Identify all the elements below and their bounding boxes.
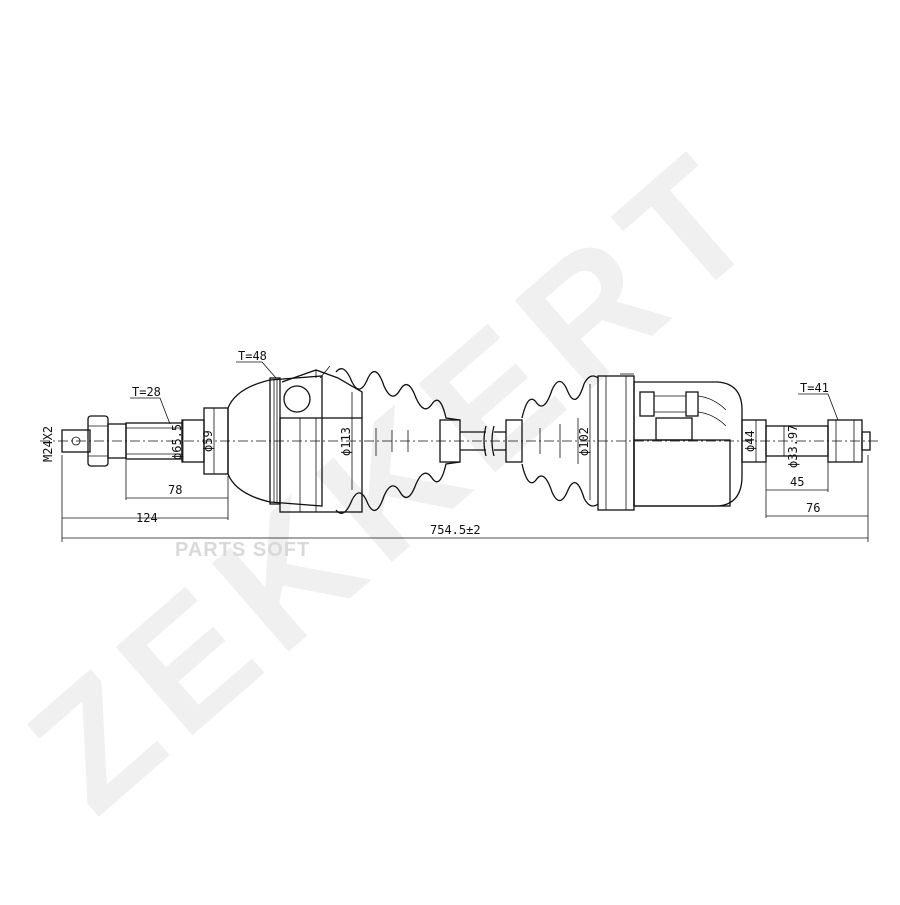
thread-label: M24X2: [41, 426, 55, 462]
dia-inner-shaft-label: ϕ33.97: [786, 425, 800, 468]
teeth-outer-label: T=28: [132, 385, 161, 399]
brand-watermark-text: ZEKKERT: [0, 114, 799, 848]
dia-shaft-outer-label: ϕ65.5: [170, 424, 184, 460]
dia-inner-joint-label: ϕ102: [577, 427, 591, 456]
inner-cv-housing: [597, 373, 743, 511]
dia-outer-joint-label: ϕ113: [339, 427, 353, 456]
dimension-lines: [61, 361, 869, 542]
teeth-abs-label: T=48: [238, 349, 267, 363]
brand-watermark: ZEKKERT: [0, 114, 799, 848]
outer-threaded-stub: [61, 415, 127, 467]
len-78-label: 78: [168, 483, 182, 497]
dia-seat-label: ϕ59: [201, 430, 215, 452]
len-45-label: 45: [790, 475, 804, 489]
len-124-label: 124: [136, 511, 158, 525]
intermediate-shaft: [460, 425, 506, 457]
dia-inner-housing-label: ϕ44: [743, 430, 757, 452]
len-76-label: 76: [806, 501, 820, 515]
outer-boot: [335, 368, 461, 514]
partssoft-watermark: PARTS SOFT: [175, 539, 310, 561]
outer-cv-housing: [227, 365, 363, 513]
inner-boot: [505, 375, 599, 507]
inner-stub-shaft: [741, 419, 871, 463]
teeth-inner-label: T=41: [800, 381, 829, 395]
dimension-labels: M24X2 T=28 T=48 T=41 ϕ65.5 ϕ59 ϕ113 ϕ102…: [41, 349, 829, 537]
len-total-label: 754.5±2: [430, 523, 481, 537]
